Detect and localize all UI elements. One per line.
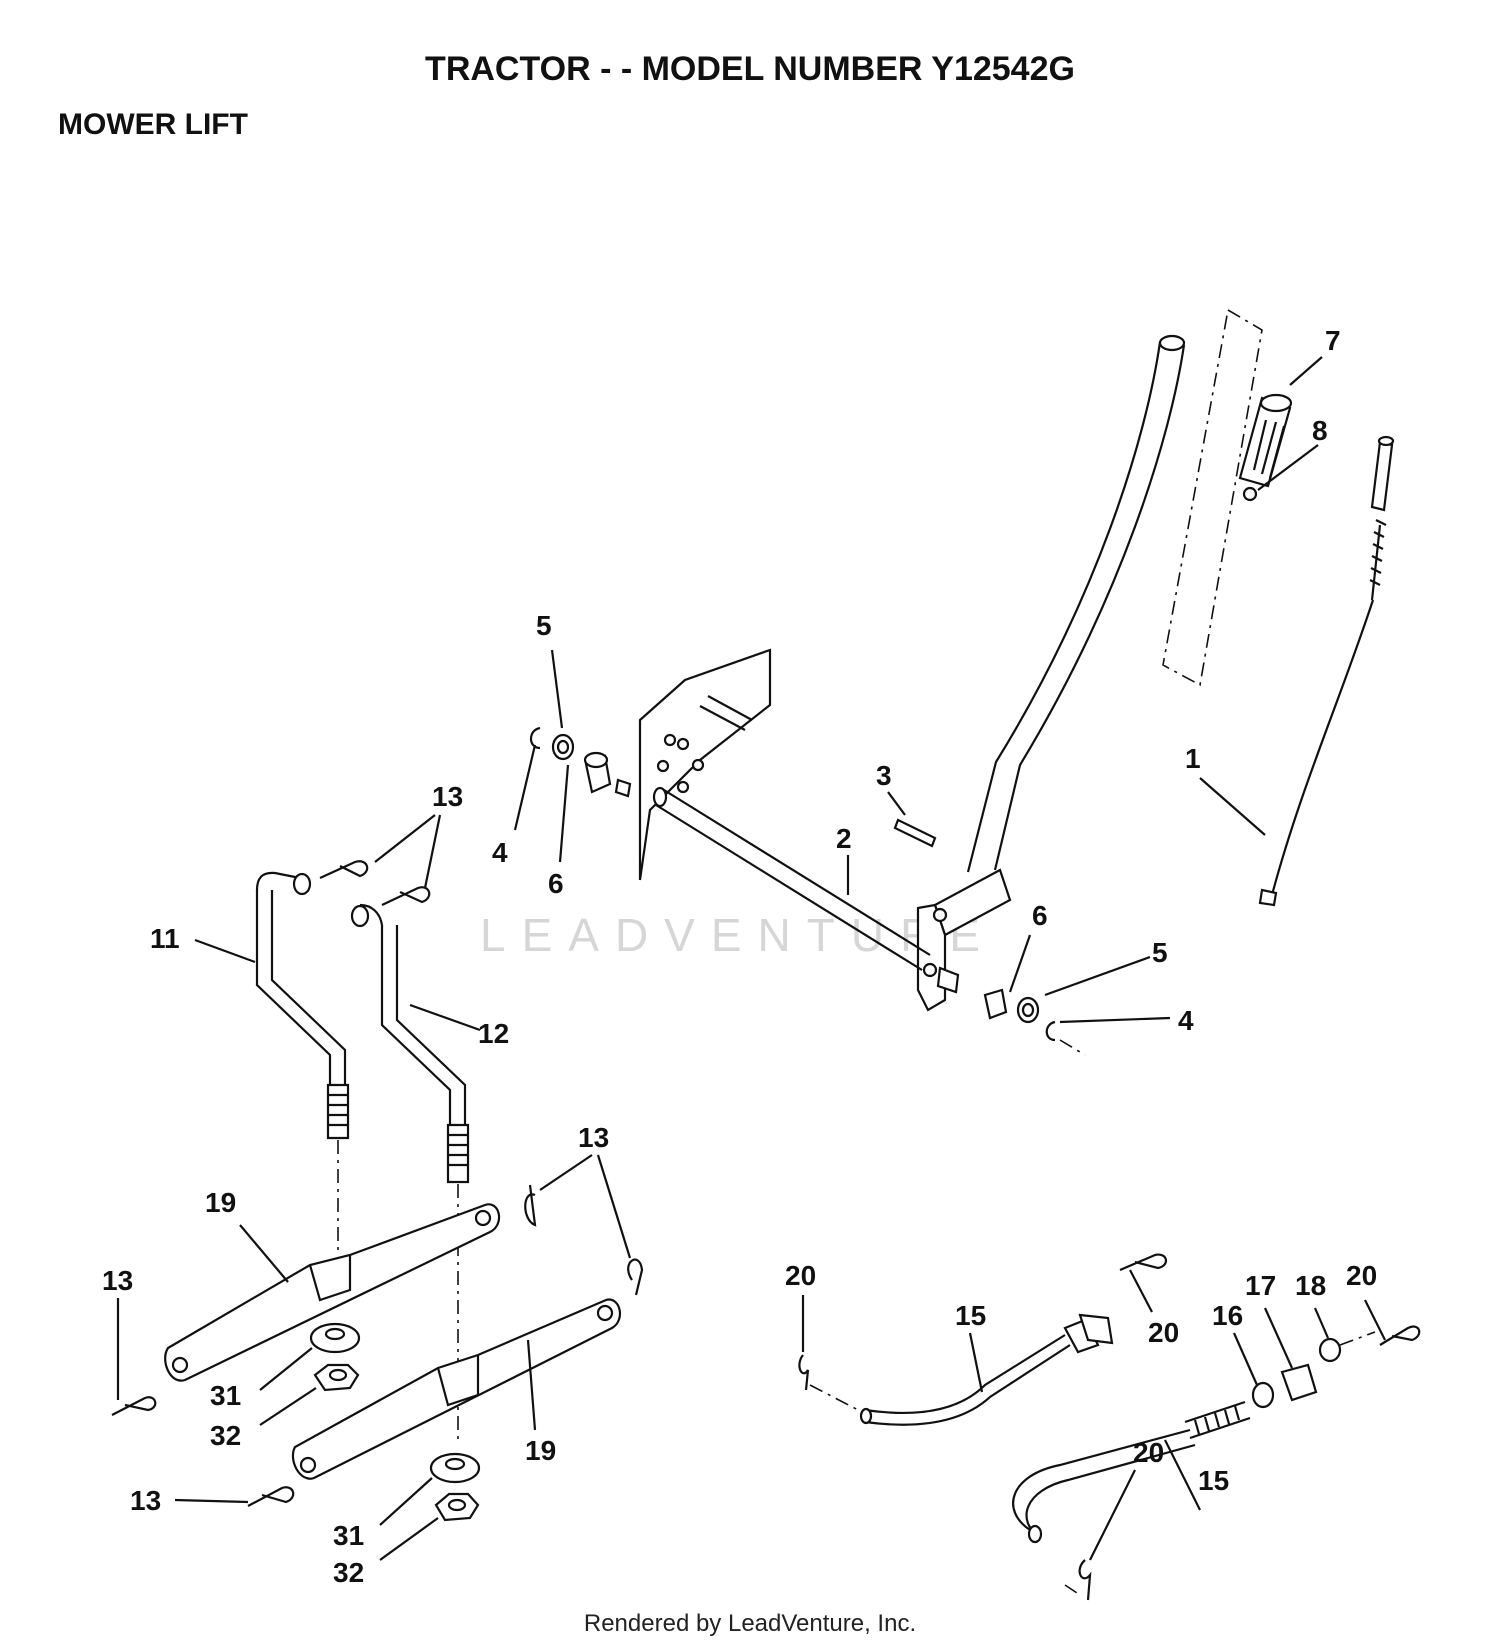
callout-12: 12	[478, 1018, 509, 1049]
callout-7: 7	[1325, 325, 1341, 356]
callout-20: 20	[1346, 1260, 1377, 1291]
hand-grip	[1238, 393, 1293, 502]
callout-13: 13	[102, 1265, 133, 1296]
callout-8: 8	[1312, 415, 1328, 446]
callout-17: 17	[1245, 1270, 1276, 1301]
callout-18: 18	[1295, 1270, 1326, 1301]
callout-15: 15	[1198, 1465, 1229, 1496]
lever-bracket	[916, 868, 1012, 1012]
callout-15: 15	[955, 1300, 986, 1331]
lift-arm-right	[350, 903, 470, 1440]
callout-4: 4	[1178, 1005, 1194, 1036]
cotter-pins	[798, 1253, 1421, 1601]
lift-link-upper	[164, 1203, 501, 1382]
callout-4: 4	[492, 837, 508, 868]
cross-shaft	[614, 778, 960, 994]
callout-31: 31	[210, 1380, 241, 1411]
page-title: TRACTOR - - MODEL NUMBER Y12542G	[425, 50, 1075, 88]
callout-6: 6	[548, 868, 564, 899]
callout-32: 32	[210, 1420, 241, 1451]
lift-link-lower	[291, 1298, 622, 1480]
footer-credit: Rendered by LeadVenture, Inc.	[583, 1610, 917, 1637]
callout-13: 13	[432, 781, 463, 812]
callout-32: 32	[333, 1557, 364, 1588]
callout-20: 20	[1133, 1437, 1164, 1468]
leader-lines	[116, 356, 1386, 1561]
callout-labels: 1 2 3 4 4 5 5 6 6 7 8 11 12 13 13 13 13 …	[102, 325, 1377, 1588]
bushings-and-washers	[529, 726, 1086, 1056]
hairpin-clips	[111, 860, 644, 1507]
mounting-plate	[638, 648, 772, 881]
section-title: MOWER LIFT	[58, 108, 248, 141]
callout-31: 31	[333, 1520, 364, 1551]
callout-5: 5	[536, 610, 552, 641]
roll-pin	[893, 818, 937, 848]
lift-lever	[966, 308, 1263, 873]
callout-19: 19	[205, 1187, 236, 1218]
callout-16: 16	[1212, 1300, 1243, 1331]
adjustment-rod-upper	[809, 1313, 1114, 1426]
callout-13: 13	[130, 1485, 161, 1516]
callout-20: 20	[1148, 1317, 1179, 1348]
callout-6: 6	[1032, 900, 1048, 931]
callout-3: 3	[876, 760, 892, 791]
callout-13: 13	[578, 1122, 609, 1153]
callout-11: 11	[150, 923, 180, 954]
callout-20: 20	[785, 1260, 816, 1291]
lift-link-rod	[1258, 435, 1395, 907]
callout-2: 2	[836, 823, 852, 854]
callout-1: 1	[1185, 743, 1201, 774]
adjustment-rod-lower	[1012, 1331, 1376, 1596]
lift-arm-left	[255, 871, 350, 1250]
callout-5: 5	[1152, 937, 1168, 968]
callout-19: 19	[525, 1435, 556, 1466]
nuts	[309, 1322, 481, 1522]
